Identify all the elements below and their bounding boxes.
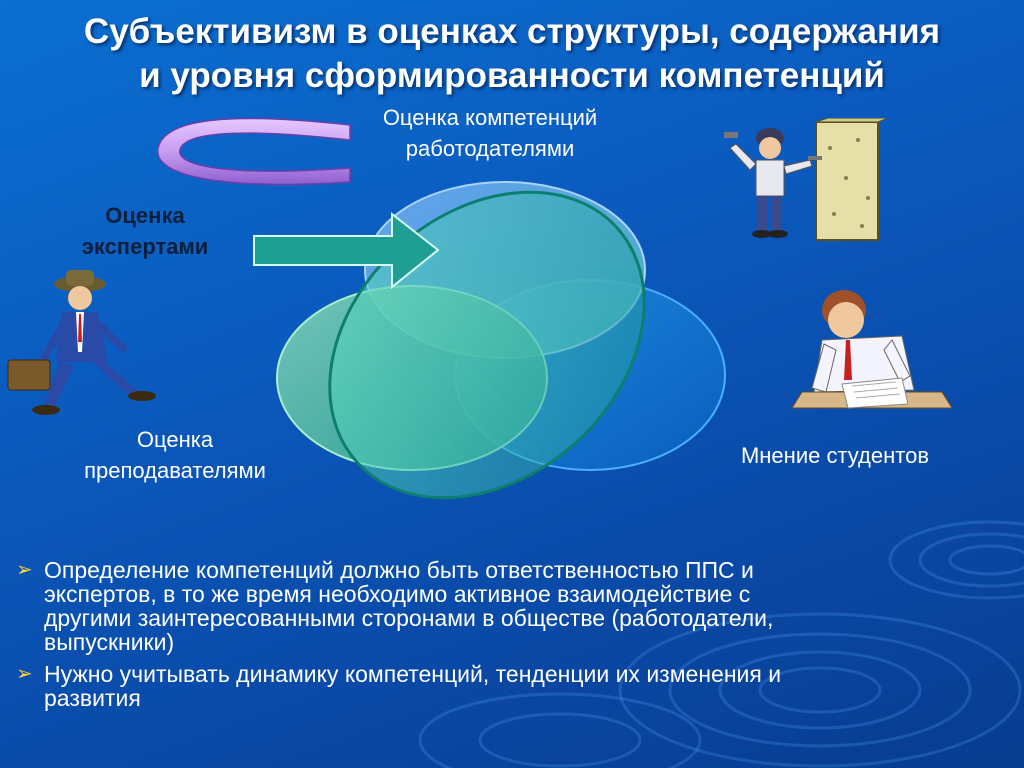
bullet-1-line-3: другими заинтересованными сторонами в об… xyxy=(44,605,774,631)
student-clipart xyxy=(792,290,952,409)
label-teachers-line-1: Оценка xyxy=(136,427,214,452)
arrow-bullet-icon: ➢ xyxy=(16,663,33,685)
bullet-list: ➢ Определение компетенций должно быть от… xyxy=(14,558,1004,718)
worker-clipart xyxy=(724,118,888,241)
bullet-2-line-2: развития xyxy=(44,685,141,711)
label-employers-line-1: Оценка компетенций xyxy=(382,105,598,130)
bullet-1-line-1: Определение компетенций должно быть отве… xyxy=(44,557,754,583)
label-students-text: Мнение студентов xyxy=(740,443,930,468)
title-line-1: Субъективизм в оценках структуры, содерж… xyxy=(83,12,941,51)
block-arrow-icon xyxy=(253,211,440,290)
bullet-item: ➢ Нужно учитывать динамику компетенций, … xyxy=(14,662,1004,710)
label-experts-line-2: экспертами xyxy=(81,234,209,259)
label-teachers: Оценка преподавателями xyxy=(30,424,320,486)
label-employers: Оценка компетенций работодателями xyxy=(340,102,640,164)
bullet-item: ➢ Определение компетенций должно быть от… xyxy=(14,558,1004,654)
label-experts: Оценка экспертами xyxy=(60,200,230,262)
label-experts-line-1: Оценка xyxy=(105,203,185,228)
bullet-2-line-1: Нужно учитывать динамику компетенций, те… xyxy=(44,661,782,687)
bullet-1-line-2: экспертов, в то же время необходимо акти… xyxy=(44,581,751,607)
slide-title: Субъективизм в оценках структуры, содерж… xyxy=(0,10,1024,98)
bullet-1-line-4: выпускники) xyxy=(44,629,175,655)
label-students: Мнение студентов xyxy=(700,440,970,471)
businessman-clipart xyxy=(7,270,156,415)
curved-arrow-icon xyxy=(157,117,351,186)
label-teachers-line-2: преподавателями xyxy=(84,458,266,483)
title-line-2: и уровня сформированности компетенций xyxy=(139,56,885,95)
arrow-bullet-icon: ➢ xyxy=(16,559,33,581)
label-employers-line-2: работодателями xyxy=(405,136,575,161)
